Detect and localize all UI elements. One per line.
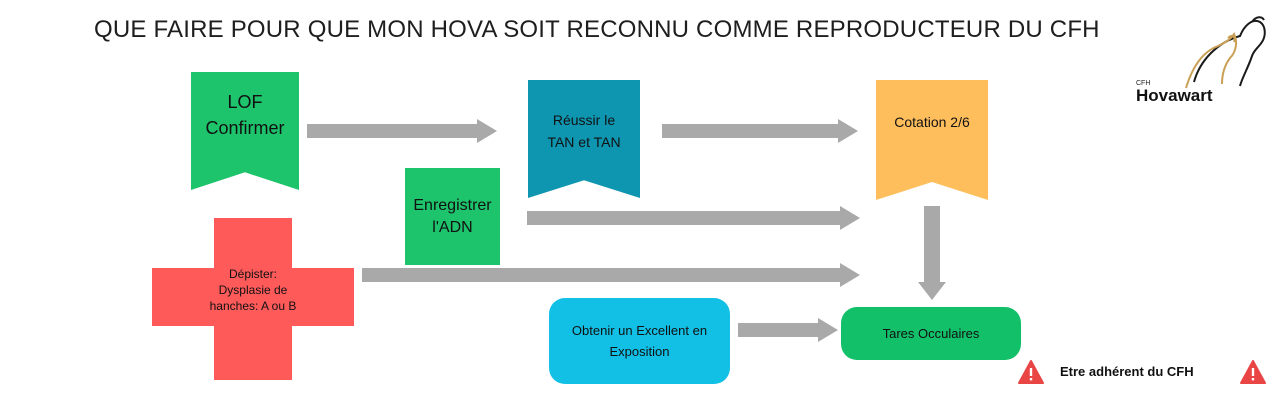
adn-line2: l'ADN bbox=[432, 218, 473, 236]
dog-silhouette-icon bbox=[1185, 16, 1266, 89]
adherent-label: Etre adhérent du CFH bbox=[1060, 364, 1194, 379]
reussir-tan-node: Réussir le TAN et TAN bbox=[528, 80, 640, 198]
lof-line2: Confirmer bbox=[205, 118, 285, 138]
logo-small-text: CFH bbox=[1136, 80, 1151, 87]
tan-line2: TAN et TAN bbox=[547, 134, 621, 150]
depister-cross-horizontal bbox=[152, 268, 354, 326]
depister-line3: hanches: A ou B bbox=[209, 299, 297, 313]
page-title: QUE FAIRE POUR QUE MON HOVA SOIT RECONNU… bbox=[94, 16, 1100, 43]
depister-line2: Dysplasie de bbox=[218, 283, 288, 297]
tan-line1: Réussir le bbox=[552, 112, 616, 128]
exposition-node: Obtenir un Excellent en Exposition bbox=[549, 298, 730, 384]
arrow-lof-to-tan bbox=[307, 119, 497, 143]
exposition-line2: Exposition bbox=[609, 344, 670, 359]
arrow-tan-to-cotation bbox=[662, 119, 858, 143]
warning-icon-right bbox=[1240, 360, 1266, 384]
arrow-exposition-to-tares bbox=[738, 318, 838, 342]
depister-line1: Dépister: bbox=[228, 267, 278, 281]
warning-icon-left bbox=[1018, 360, 1044, 384]
exposition-line1: Obtenir un Excellent en bbox=[571, 323, 708, 338]
arrow-depister-to-right bbox=[362, 263, 860, 287]
arrow-adn-to-right bbox=[527, 206, 860, 230]
adn-line1: Enregistrer bbox=[413, 196, 492, 214]
adn-node: Enregistrer l'ADN bbox=[405, 168, 500, 265]
logo-name-text: Hovawart bbox=[1136, 86, 1213, 105]
cotation-label: Cotation 2/6 bbox=[894, 114, 970, 130]
cfh-hovawart-logo: CFH Hovawart bbox=[1130, 12, 1270, 112]
lof-confirmer-node: LOF Confirmer bbox=[191, 72, 299, 190]
tares-occulaires-node: Tares Occulaires bbox=[841, 307, 1021, 360]
arrow-cotation-to-tares bbox=[918, 206, 946, 300]
cotation-node: Cotation 2/6 bbox=[876, 80, 988, 200]
tares-label: Tares Occulaires bbox=[882, 326, 980, 341]
lof-line1: LOF bbox=[227, 92, 263, 112]
depister-node: Dépister: Dysplasie de hanches: A ou B bbox=[152, 262, 354, 318]
